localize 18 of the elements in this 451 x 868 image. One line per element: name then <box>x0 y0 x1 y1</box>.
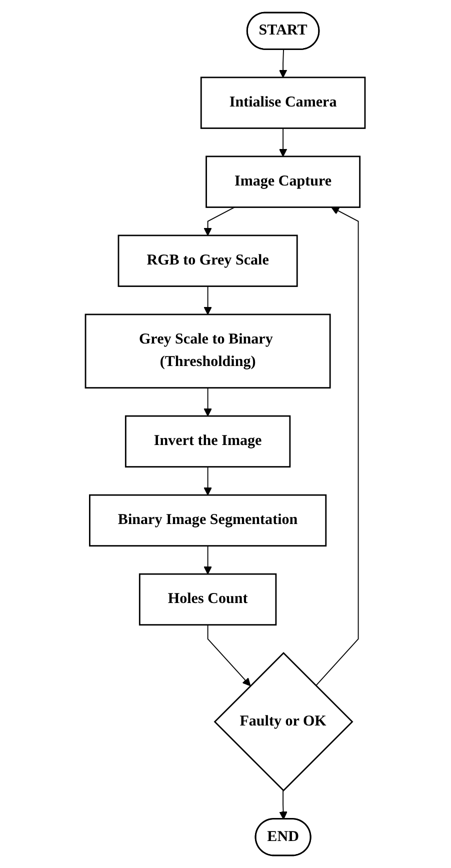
node-box: Holes Count <box>139 573 277 626</box>
arrow <box>204 286 212 315</box>
arrow <box>204 206 236 236</box>
arrow <box>204 545 212 574</box>
arrow <box>204 466 212 496</box>
node-box: Intialise Camera <box>200 76 366 129</box>
arrow <box>316 206 360 686</box>
arrow <box>279 128 288 157</box>
arrow <box>279 790 288 820</box>
node-box: Grey Scale to Binary (Thresholding) <box>85 314 332 389</box>
node-box: RGB to Grey Scale <box>118 234 298 287</box>
arrow <box>204 387 212 416</box>
arrow <box>279 49 288 78</box>
node-box: Binary Image Segmentation <box>89 494 327 547</box>
node-box: Invert the Image <box>125 415 291 468</box>
node-diamond: Faulty or OK <box>214 652 354 792</box>
arrow <box>208 624 251 686</box>
node-box: Image Capture <box>206 156 361 208</box>
